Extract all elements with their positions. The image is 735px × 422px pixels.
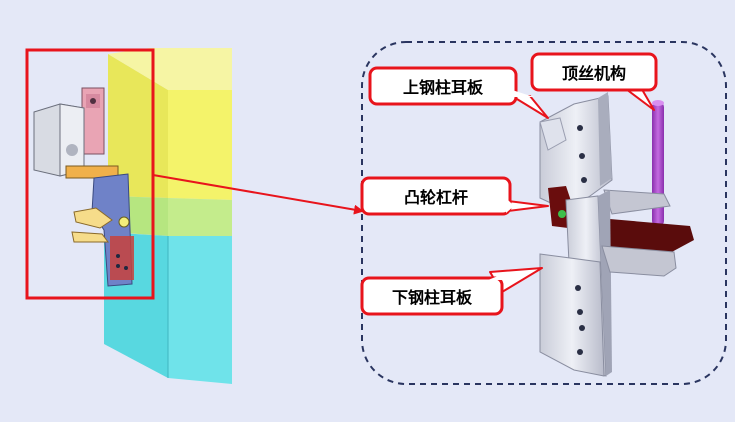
callout-cam-lever: 凸轮杠杆	[360, 176, 549, 216]
left-scene	[25, 48, 232, 384]
jack-body	[81, 87, 105, 155]
motor-box	[33, 103, 85, 177]
label-lower-plate: 下钢柱耳板	[392, 288, 473, 307]
detail-dashed-frame	[361, 41, 727, 385]
detail-view: 上钢柱耳板 顶丝机构 凸轮杠杆 下钢柱耳板	[360, 41, 727, 385]
label-upper-plate: 上钢柱耳板	[403, 78, 484, 97]
callout-upper-plate: 上钢柱耳板	[368, 66, 549, 119]
cam-lever	[548, 186, 694, 254]
connector-arrow	[152, 174, 364, 215]
callout-jacking: 顶丝机构	[530, 52, 658, 111]
lower-ear-plate	[539, 245, 677, 377]
upper-ear-plate	[539, 92, 613, 211]
label-jacking: 顶丝机构	[562, 64, 626, 83]
callout-lower-plate: 下钢柱耳板	[360, 267, 543, 316]
label-cam-lever: 凸轮杠杆	[404, 188, 468, 207]
highlight-frame	[25, 48, 155, 300]
lever-mechanism-small	[65, 165, 134, 287]
